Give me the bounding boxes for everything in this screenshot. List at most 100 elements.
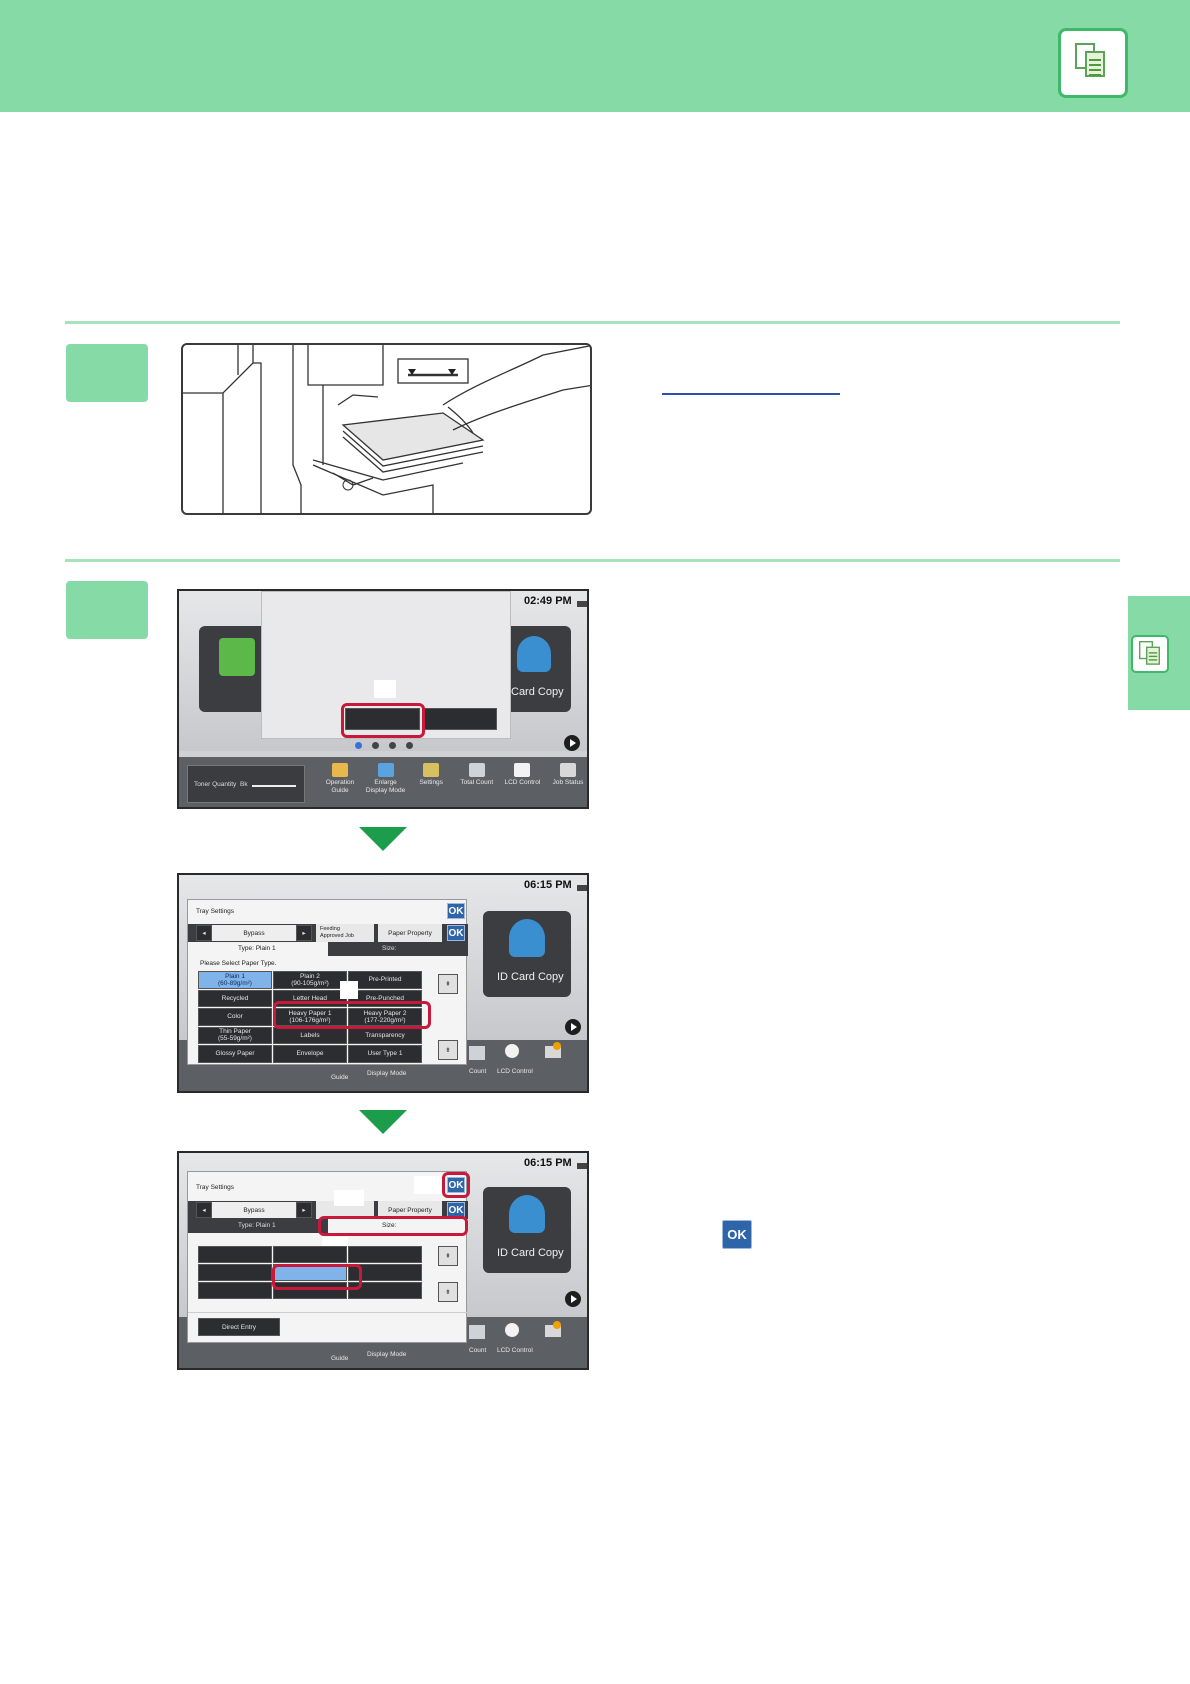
type-tab[interactable]: Type: Plain 1 bbox=[188, 942, 328, 956]
dock-label: LCD Control bbox=[497, 1347, 533, 1354]
paper-property-tab[interactable]: Paper Property bbox=[378, 1201, 442, 1219]
paper-size-grid bbox=[198, 1246, 422, 1302]
brightness-icon bbox=[514, 763, 531, 777]
section-divider bbox=[65, 321, 1120, 324]
id-card-copy-icon bbox=[517, 636, 551, 672]
highlight-frame bbox=[273, 1001, 431, 1029]
paper-type-button[interactable]: Glossy Paper bbox=[198, 1045, 272, 1063]
id-card-copy-tile[interactable]: Card Copy bbox=[501, 626, 571, 712]
paper-type-button[interactable]: Color bbox=[198, 1008, 272, 1026]
paper-size-button[interactable] bbox=[198, 1246, 272, 1263]
next-tray-button[interactable]: ▸ bbox=[296, 925, 312, 941]
paper-size-button[interactable] bbox=[348, 1264, 422, 1281]
paper-type-button[interactable]: User Type 1 bbox=[348, 1045, 422, 1063]
feeding-approved-job-tab[interactable]: Feeding Approved Job bbox=[316, 924, 374, 942]
ok-button[interactable]: OK bbox=[447, 903, 465, 919]
paper-size-button[interactable] bbox=[198, 1282, 272, 1299]
highlight-frame bbox=[442, 1172, 470, 1198]
setting-button[interactable] bbox=[345, 708, 420, 730]
paper-type-button[interactable]: Recycled bbox=[198, 989, 272, 1007]
counter-icon bbox=[469, 1325, 485, 1339]
callout-marker bbox=[414, 1176, 444, 1194]
type-tab[interactable]: Type: Plain 1 bbox=[188, 1219, 328, 1233]
paper-type-button[interactable]: Plain 1 (60-89g/m²) bbox=[198, 971, 272, 989]
size-tab[interactable]: Size: bbox=[328, 942, 468, 956]
prev-tray-button[interactable]: ◂ bbox=[196, 1202, 212, 1218]
divider bbox=[188, 1312, 468, 1313]
book-icon bbox=[332, 763, 348, 777]
tray-settings-paper-size: 06:15 PM ID Card Copy Guide Display Mode… bbox=[177, 1151, 589, 1370]
dock-label: LCD Control bbox=[504, 779, 541, 786]
volume-icon bbox=[577, 1163, 587, 1169]
scroll-up-button[interactable]: ⇞ bbox=[438, 1246, 458, 1266]
prompt-text: Please Select Paper Type. bbox=[200, 960, 277, 967]
scroll-up-button[interactable]: ⇞ bbox=[438, 974, 458, 994]
clock: 02:49 PM bbox=[524, 595, 572, 607]
dialog-title: Tray Settings bbox=[196, 908, 235, 915]
dock-item-enlarge-text[interactable]: Enlarge Display Mode bbox=[365, 763, 407, 807]
paper-type-button[interactable]: Envelope bbox=[273, 1045, 347, 1063]
toner-label: Toner Quantity bbox=[194, 781, 237, 788]
ok-button[interactable]: OK bbox=[447, 925, 465, 941]
dock-item-job-status[interactable]: Job Status bbox=[547, 763, 587, 807]
ok-button[interactable]: OK bbox=[447, 1177, 465, 1193]
dock-label: Total Count bbox=[460, 779, 494, 786]
reference-link-underline[interactable] bbox=[662, 393, 840, 395]
dock-item-brightness[interactable]: LCD Control bbox=[501, 763, 543, 807]
copy-app-tile[interactable] bbox=[199, 626, 269, 712]
direct-entry-button[interactable]: Direct Entry bbox=[198, 1318, 280, 1336]
paper-type-button[interactable]: Transparency bbox=[348, 1026, 422, 1044]
dock-label: Operation Guide bbox=[325, 779, 355, 794]
tray-settings-dialog: Tray Settings OK ◂ Bypass ▸ Feeding Appr… bbox=[187, 899, 468, 1065]
paper-type-button[interactable]: Thin Paper (55-59g/m²) bbox=[198, 1026, 272, 1044]
ok-key-icon: OK bbox=[722, 1220, 752, 1249]
copy-document-icon bbox=[1131, 635, 1169, 673]
scroll-down-button[interactable]: ⇟ bbox=[438, 1282, 458, 1302]
page-dot[interactable] bbox=[406, 742, 413, 749]
paper-type-button[interactable]: Heavy Paper 1 (106-176g/m²) bbox=[273, 1008, 347, 1026]
step-number-box bbox=[66, 581, 148, 639]
secondary-button[interactable] bbox=[422, 708, 497, 730]
alert-icon bbox=[553, 1042, 561, 1050]
page-dot[interactable] bbox=[389, 742, 396, 749]
next-tray-button[interactable]: ▸ bbox=[296, 1202, 312, 1218]
paper-size-button[interactable] bbox=[348, 1246, 422, 1263]
paper-size-button[interactable] bbox=[348, 1282, 422, 1299]
paper-type-button[interactable]: Labels bbox=[273, 1026, 347, 1044]
tile-label: ID Card Copy bbox=[497, 971, 564, 983]
id-card-copy-tile[interactable]: ID Card Copy bbox=[483, 1187, 571, 1273]
highlight-frame bbox=[272, 1264, 362, 1290]
brightness-icon bbox=[505, 1044, 519, 1058]
toner-indicator: Toner Quantity Bk bbox=[187, 765, 305, 803]
paper-property-tab[interactable]: Paper Property bbox=[378, 924, 442, 942]
dock-item-counter[interactable]: Total Count bbox=[456, 763, 498, 807]
size-tab[interactable]: Size: bbox=[328, 1219, 468, 1233]
paper-type-button[interactable]: Plain 2 (90-105g/m²) bbox=[273, 971, 347, 989]
clock: 06:15 PM bbox=[524, 1157, 572, 1169]
down-arrow bbox=[359, 827, 407, 851]
next-page-icon[interactable] bbox=[564, 735, 580, 751]
clock: 06:15 PM bbox=[524, 879, 572, 891]
scroll-down-button[interactable]: ⇟ bbox=[438, 1040, 458, 1060]
dock-label: Count bbox=[469, 1068, 487, 1075]
next-page-icon[interactable] bbox=[565, 1019, 581, 1035]
id-card-copy-tile[interactable]: ID Card Copy bbox=[483, 911, 571, 997]
tray-name: Bypass bbox=[212, 925, 296, 941]
prev-tray-button[interactable]: ◂ bbox=[196, 925, 212, 941]
paper-type-button[interactable]: Heavy Paper 2 (177-220g/m²) bbox=[348, 1008, 422, 1026]
paper-type-button[interactable]: Pre-Printed bbox=[348, 971, 422, 989]
copy-document-icon[interactable] bbox=[1058, 28, 1128, 98]
page-dot[interactable] bbox=[372, 742, 379, 749]
next-page-icon[interactable] bbox=[565, 1291, 581, 1307]
paper-size-button[interactable] bbox=[273, 1282, 347, 1299]
page-dot[interactable] bbox=[355, 742, 362, 749]
section-divider bbox=[65, 559, 1120, 562]
dialog-title: Tray Settings bbox=[196, 1184, 235, 1191]
callout-marker bbox=[334, 1190, 364, 1206]
dock-item-book[interactable]: Operation Guide bbox=[319, 763, 361, 807]
paper-size-button[interactable] bbox=[198, 1264, 272, 1281]
paper-size-button[interactable] bbox=[273, 1246, 347, 1263]
id-card-copy-icon bbox=[509, 919, 545, 957]
dock-item-wrench[interactable]: Settings bbox=[410, 763, 452, 807]
